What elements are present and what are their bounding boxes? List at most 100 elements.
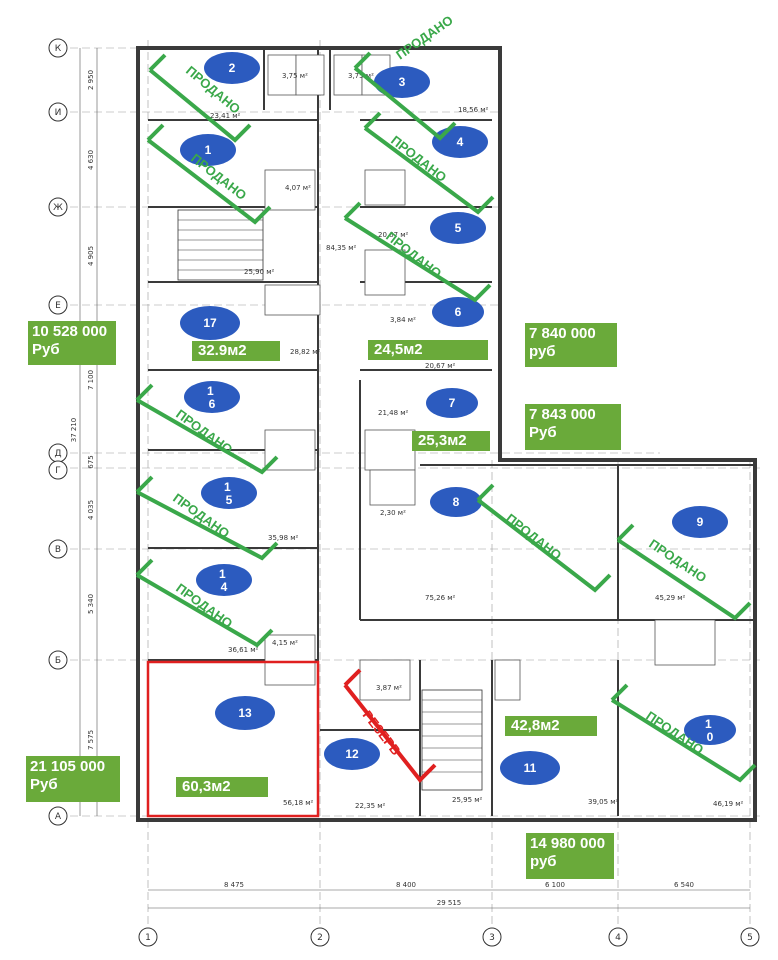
room-area: 36,61 м²: [228, 646, 259, 654]
room-area: 3,75 м²: [282, 72, 308, 80]
room-area: 2,30 м²: [380, 509, 406, 517]
axis-label: В: [55, 545, 61, 555]
unit-number: 7: [449, 396, 456, 410]
unit-number: 5: [455, 221, 462, 235]
axis-label: Д: [54, 449, 61, 459]
axis-marker-4: 4: [608, 927, 628, 947]
axis-label: 2: [317, 933, 323, 943]
vertical-dims: 2 950 4 630 4 905 7 100 675 4 035 5 340 …: [70, 70, 95, 750]
price-amount: 7 843 000: [529, 406, 596, 423]
unit-marker-2: [204, 52, 260, 84]
dim-label: 4 035: [87, 500, 95, 520]
reserve-mark: [343, 668, 437, 784]
unit-marker-12: [324, 738, 380, 770]
axis-marker-g: Г: [48, 460, 68, 480]
stair-treads: [178, 219, 482, 773]
price-box-1: 10 528 000 Руб: [28, 321, 116, 365]
dim-total-label: 37 210: [70, 418, 78, 443]
axis-marker-2: 2: [310, 927, 330, 947]
price-amount: 7 840 000: [529, 325, 596, 342]
dimension-chain-vertical: [79, 48, 98, 816]
axis-label: Е: [55, 301, 61, 311]
unit-number: 12: [345, 747, 359, 761]
dim-label: 6 540: [674, 881, 694, 889]
dim-label: 8 400: [396, 881, 416, 889]
unit-markers: [180, 52, 736, 785]
dim-label: 675: [87, 455, 95, 468]
area-box-6: 24,5м2: [368, 340, 488, 360]
room-area: 46,19 м²: [713, 800, 744, 808]
room-area: 4,07 м²: [285, 184, 311, 192]
unit-number: 13: [238, 706, 252, 720]
room-area: 3,75 м²: [348, 72, 374, 80]
dim-label: 6 100: [545, 881, 565, 889]
unit-marker-16: [184, 381, 240, 413]
room-area-labels: 23,41 м² 3,75 м² 3,75 м² 18,56 м² 4,07 м…: [210, 72, 744, 810]
unit-marker-8: [430, 487, 482, 517]
unit-marker-14: [196, 564, 252, 596]
unit-13-outline: [146, 660, 320, 818]
axis-label: Г: [55, 466, 61, 476]
unit-marker-10: [684, 715, 736, 745]
dim-label: 8 475: [224, 881, 244, 889]
room-area: 18,56 м²: [458, 106, 489, 114]
room-area: 84,35 м²: [326, 244, 357, 252]
room-area: 35,98 м²: [268, 534, 299, 542]
unit-marker-15: [201, 477, 257, 509]
axis-label: 5: [747, 933, 753, 943]
axis-marker-3: 3: [482, 927, 502, 947]
room-area: 25,90 м²: [244, 268, 275, 276]
axis-label: 3: [489, 933, 495, 943]
room-area: 3,84 м²: [390, 316, 416, 324]
unit-marker-13: [215, 696, 275, 730]
unit-marker-11: [500, 751, 560, 785]
room-area: 28,82 м²: [290, 348, 321, 356]
bathroom-fixtures: [264, 54, 716, 701]
axis-marker-i: И: [48, 102, 68, 122]
price-currency: Руб: [529, 424, 557, 441]
dim-label: 7 100: [87, 370, 95, 390]
row-axis-markers: К И Ж Е Д Г В Б А: [48, 38, 68, 826]
room-area: 21,48 м²: [378, 409, 409, 417]
axis-marker-zh: Ж: [48, 197, 68, 217]
unit-marker-6: [432, 297, 484, 327]
unit-marker-3: [374, 66, 430, 98]
unit-marker-7: [426, 388, 478, 418]
dim-label: 7 575: [87, 730, 95, 750]
axis-label: И: [55, 108, 62, 118]
room-area: 20,67 м²: [425, 362, 456, 370]
dim-label: 4 905: [87, 246, 95, 266]
unit-marker-5: [430, 212, 486, 244]
axis-label: Ж: [53, 203, 63, 213]
area-box-11: 42,8м2: [505, 716, 597, 736]
unit-number: 11: [524, 761, 537, 775]
price-box-4: 21 105 000 Руб: [26, 756, 120, 802]
dim-label: 5 340: [87, 594, 95, 614]
price-currency: Руб: [30, 776, 58, 793]
area-box-17: 32.9м2: [192, 341, 280, 361]
room-area: 75,26 м²: [425, 594, 456, 602]
unit-number: 4: [457, 135, 464, 149]
axis-marker-v: В: [48, 539, 68, 559]
room-area: 4,15 м²: [272, 639, 298, 647]
unit-number: 8: [453, 495, 460, 509]
unit-marker-17: [180, 306, 240, 340]
axis-marker-e: Е: [48, 295, 68, 315]
price-currency: руб: [529, 343, 556, 360]
room-area: 23,41 м²: [210, 112, 241, 120]
axis-marker-5: 5: [740, 927, 760, 947]
dim-label: 4 630: [87, 150, 95, 170]
col-axis-markers: 1 2 3 4 5: [138, 927, 760, 947]
horizontal-dims: 8 475 8 400 6 100 6 540 29 515: [224, 881, 694, 907]
area-box-7: 25,3м2: [412, 431, 490, 451]
price-amount: 14 980 000: [530, 835, 606, 852]
stairs: [177, 209, 483, 791]
axis-marker-1: 1: [138, 927, 158, 947]
price-amount: 10 528 000: [32, 323, 108, 340]
axis-label: 4: [615, 933, 621, 943]
unit-marker-1: [180, 134, 236, 166]
sold-marks: [135, 51, 757, 783]
dim-total-label: 29 515: [437, 899, 462, 907]
axis-marker-a: А: [48, 806, 68, 826]
